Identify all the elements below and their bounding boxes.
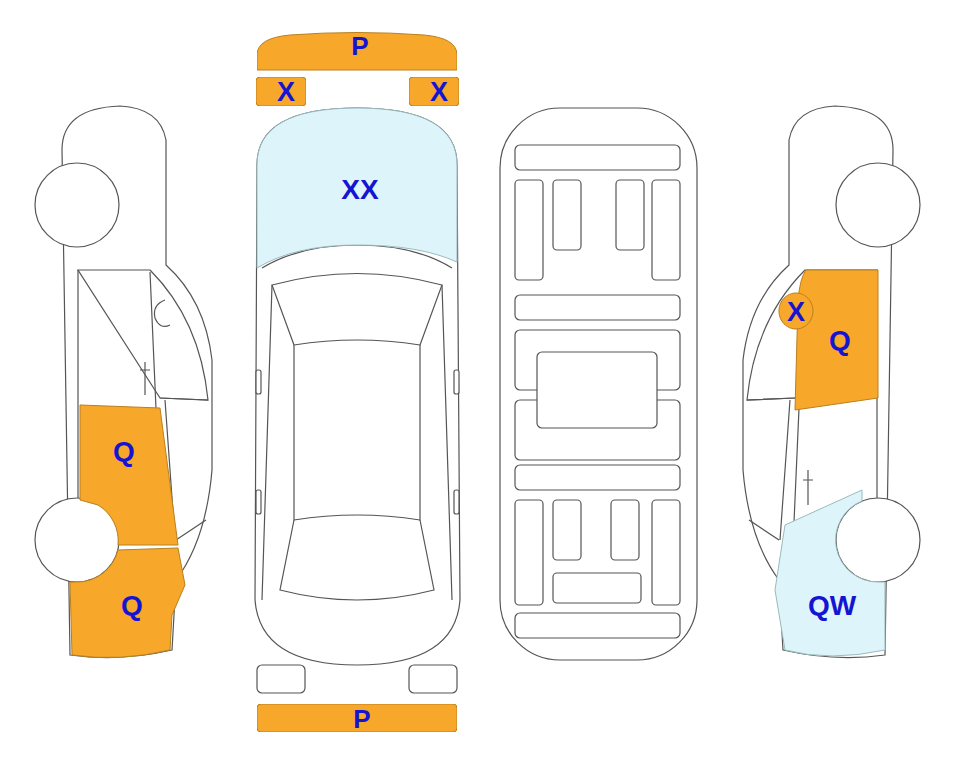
panel-shape <box>773 486 888 664</box>
damage-code: X <box>787 299 805 326</box>
hood: XX <box>255 106 460 270</box>
front-bumper: P <box>257 30 457 71</box>
right-side-car <box>743 106 920 658</box>
left-side-car <box>35 106 212 658</box>
panel-shape <box>78 403 180 548</box>
damage-code: Q <box>829 327 851 355</box>
panel-outline <box>257 33 457 71</box>
damage-code: QW <box>808 592 856 620</box>
panel-outline <box>70 548 185 658</box>
damage-code: Q <box>121 592 143 620</box>
panel-outline <box>775 490 885 656</box>
mirror-right: X <box>778 292 814 330</box>
front-door-right: Q <box>793 268 881 413</box>
panel-outline <box>80 405 178 545</box>
panel-outline <box>257 704 457 732</box>
rear-quarter-right: QW <box>773 486 888 664</box>
top-view-car <box>255 108 460 693</box>
damage-code: XX <box>341 176 378 204</box>
headlight-right: X <box>409 77 459 106</box>
panel-outline <box>257 108 457 268</box>
damage-code: X <box>277 79 295 106</box>
damage-code: X <box>430 79 448 106</box>
damage-code: Q <box>113 438 135 466</box>
damage-code: P <box>353 706 370 732</box>
headlight-left: X <box>256 77 306 106</box>
panel-outline <box>795 270 878 410</box>
panel-outline <box>779 293 813 329</box>
panel-outline <box>409 77 459 106</box>
panel-outline <box>256 77 306 106</box>
rear-bumper: P <box>257 704 457 732</box>
underside-car <box>500 108 697 660</box>
damage-code: P <box>351 33 368 59</box>
rear-quarter-left: Q <box>68 543 188 664</box>
rear-door-left: Q <box>78 403 180 548</box>
